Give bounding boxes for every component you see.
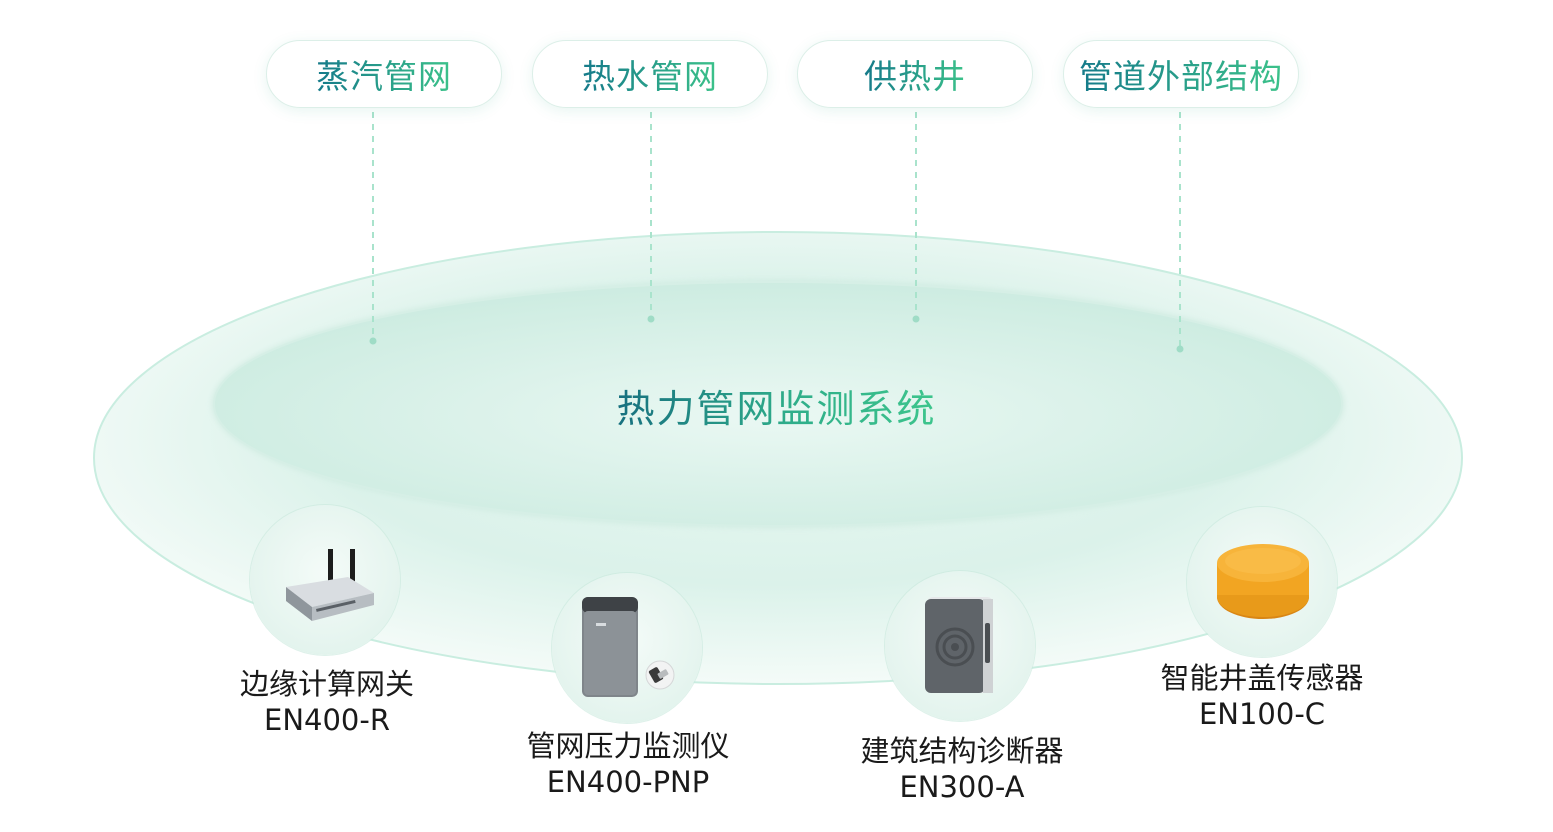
- category-label: 蒸汽管网: [316, 50, 452, 98]
- category-pill-steam: 蒸汽管网: [266, 40, 502, 108]
- device-manhole-sensor: [1187, 507, 1337, 657]
- device-name: 边缘计算网关: [239, 667, 414, 701]
- device-name: 智能井盖传感器: [1160, 661, 1364, 695]
- device-manhole-sensor-label: 智能井盖传感器 EN100-C: [1112, 660, 1412, 732]
- router-icon: [286, 549, 374, 621]
- device-structure-diagnoser-label: 建筑结构诊断器 EN300-A: [812, 733, 1112, 805]
- device-model: EN400-PNP: [546, 765, 710, 799]
- device-name: 建筑结构诊断器: [860, 734, 1064, 768]
- connector-lines: [372, 112, 1181, 348]
- category-pill-heating-well: 供热井: [797, 40, 1033, 108]
- device-structure-diagnoser: [885, 571, 1035, 721]
- structure-diagnoser-icon: [925, 597, 993, 693]
- category-label: 管道外部结构: [1079, 50, 1283, 98]
- device-model: EN300-A: [899, 770, 1025, 804]
- connector-dot-4: [1176, 345, 1184, 353]
- device-pressure-monitor-label: 管网压力监测仪 EN400-PNP: [478, 728, 778, 800]
- category-label: 供热井: [864, 50, 966, 98]
- device-model: EN400-R: [264, 703, 390, 737]
- connector-dots: [369, 315, 1184, 353]
- device-pressure-monitor: [552, 573, 702, 723]
- connector-dot-1: [369, 337, 377, 345]
- category-label: 热水管网: [582, 50, 718, 98]
- system-title: 热力管网监测系统: [616, 387, 937, 431]
- category-pill-pipe-structure: 管道外部结构: [1063, 40, 1299, 108]
- connector-dot-2: [647, 315, 655, 323]
- manhole-sensor-icon: [1217, 544, 1309, 619]
- pressure-monitor-icon: [582, 597, 675, 697]
- connector-dot-3: [912, 315, 920, 323]
- device-model: EN100-C: [1198, 697, 1326, 731]
- inner-ring: [213, 281, 1343, 527]
- category-pill-hot-water: 热水管网: [532, 40, 768, 108]
- device-gateway: [250, 505, 400, 655]
- device-name: 管网压力监测仪: [526, 729, 730, 763]
- device-gateway-label: 边缘计算网关 EN400-R: [177, 666, 477, 738]
